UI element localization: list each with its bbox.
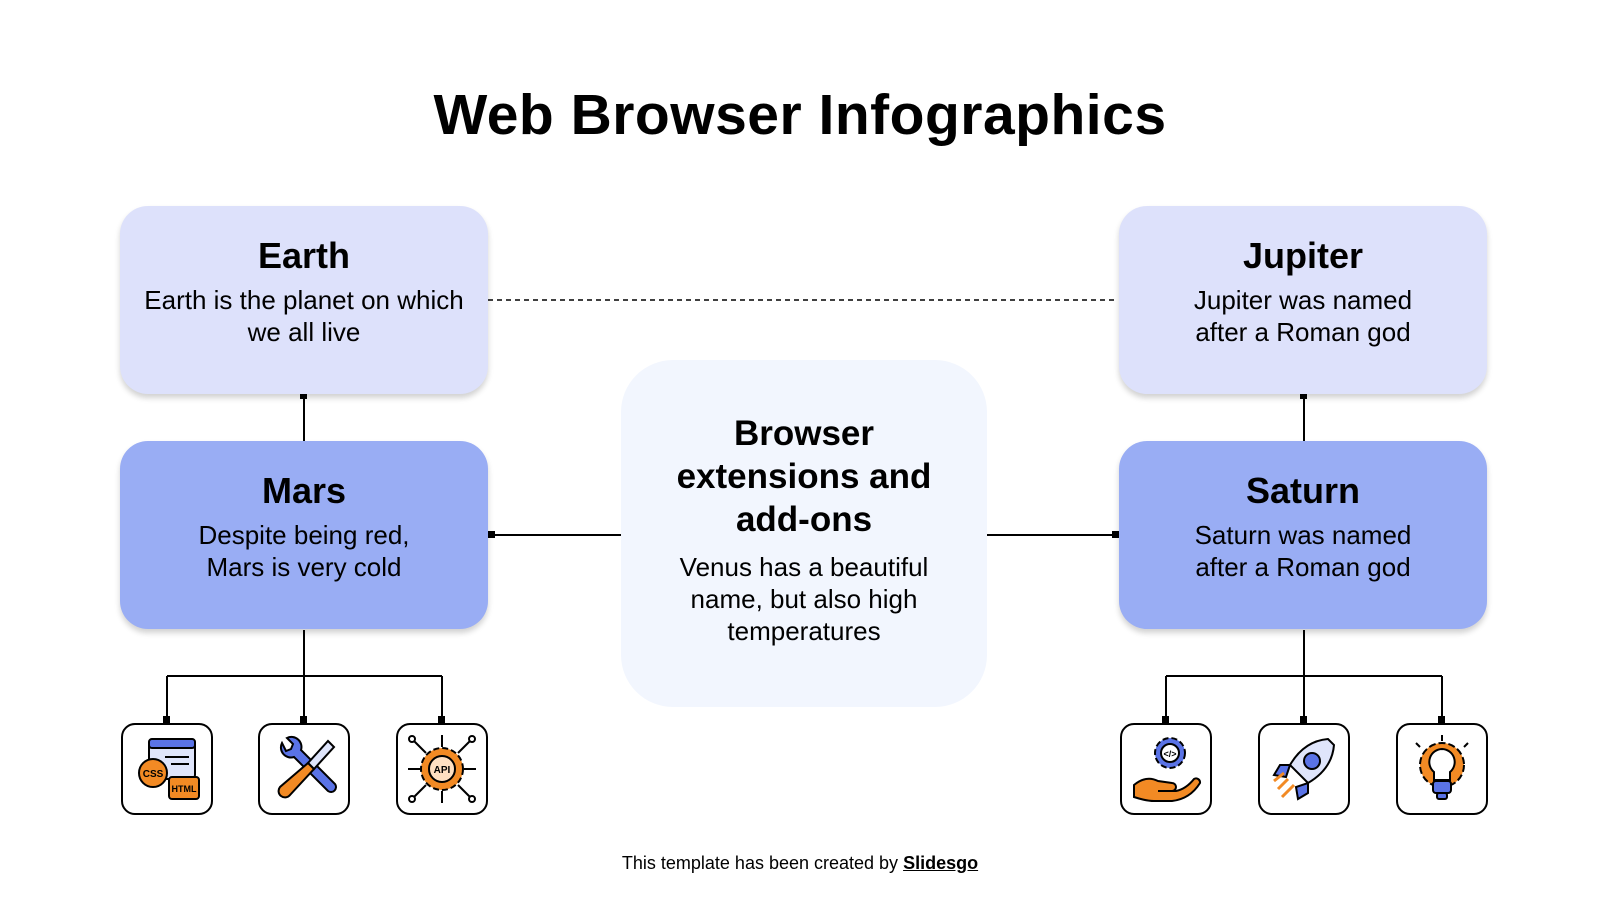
code-label: </> [1163, 749, 1176, 759]
mars-card: Mars Despite being red, Mars is very col… [120, 441, 488, 629]
saturn-title: Saturn [1245, 470, 1360, 511]
footer: This template has been created by Slides… [0, 853, 1600, 874]
html-label: HTML [172, 784, 197, 794]
earth-text: Earth is the planet on which we all live [144, 285, 464, 347]
lightbulb-gear-icon-box [1396, 723, 1488, 815]
api-gear-icon-box: API [396, 723, 488, 815]
jupiter-title: Jupiter [1242, 235, 1364, 276]
hand-gear-code-icon-box: </> [1120, 723, 1212, 815]
jupiter-card: Jupiter Jupiter was named after a Roman … [1119, 206, 1487, 394]
center-title: Browser extensions and add-ons [676, 414, 932, 539]
earth-card: Earth Earth is the planet on which we al… [120, 206, 488, 394]
rocket-icon [1272, 737, 1336, 801]
css-html-icon: CSS HTML [138, 738, 200, 800]
saturn-card: Saturn Saturn was named after a Roman go… [1119, 441, 1487, 629]
earth-title: Earth [257, 235, 351, 276]
hand-gear-code-icon: </> [1133, 737, 1202, 802]
tools-icon-box [258, 723, 350, 815]
api-label: API [434, 765, 451, 776]
tools-icon [277, 735, 337, 799]
page-title: Web Browser Infographics [433, 83, 1167, 147]
css-html-icon-box: CSS HTML [121, 723, 213, 815]
saturn-text: Saturn was named after a Roman god [1194, 520, 1412, 582]
rocket-icon-box [1258, 723, 1350, 815]
center-text: Venus has a beautiful name, but also hig… [679, 552, 929, 646]
jupiter-text: Jupiter was named after a Roman god [1193, 285, 1413, 347]
mars-text: Despite being red, Mars is very cold [198, 520, 410, 582]
center-card: Browser extensions and add-ons Venus has… [621, 360, 987, 707]
slidesgo-link[interactable]: Slidesgo [903, 853, 979, 873]
css-label: CSS [143, 769, 164, 780]
footer-prefix: This template has been created by [621, 853, 899, 873]
mars-title: Mars [261, 470, 347, 511]
lightbulb-gear-icon [1415, 735, 1469, 800]
api-gear-icon: API [408, 735, 476, 803]
